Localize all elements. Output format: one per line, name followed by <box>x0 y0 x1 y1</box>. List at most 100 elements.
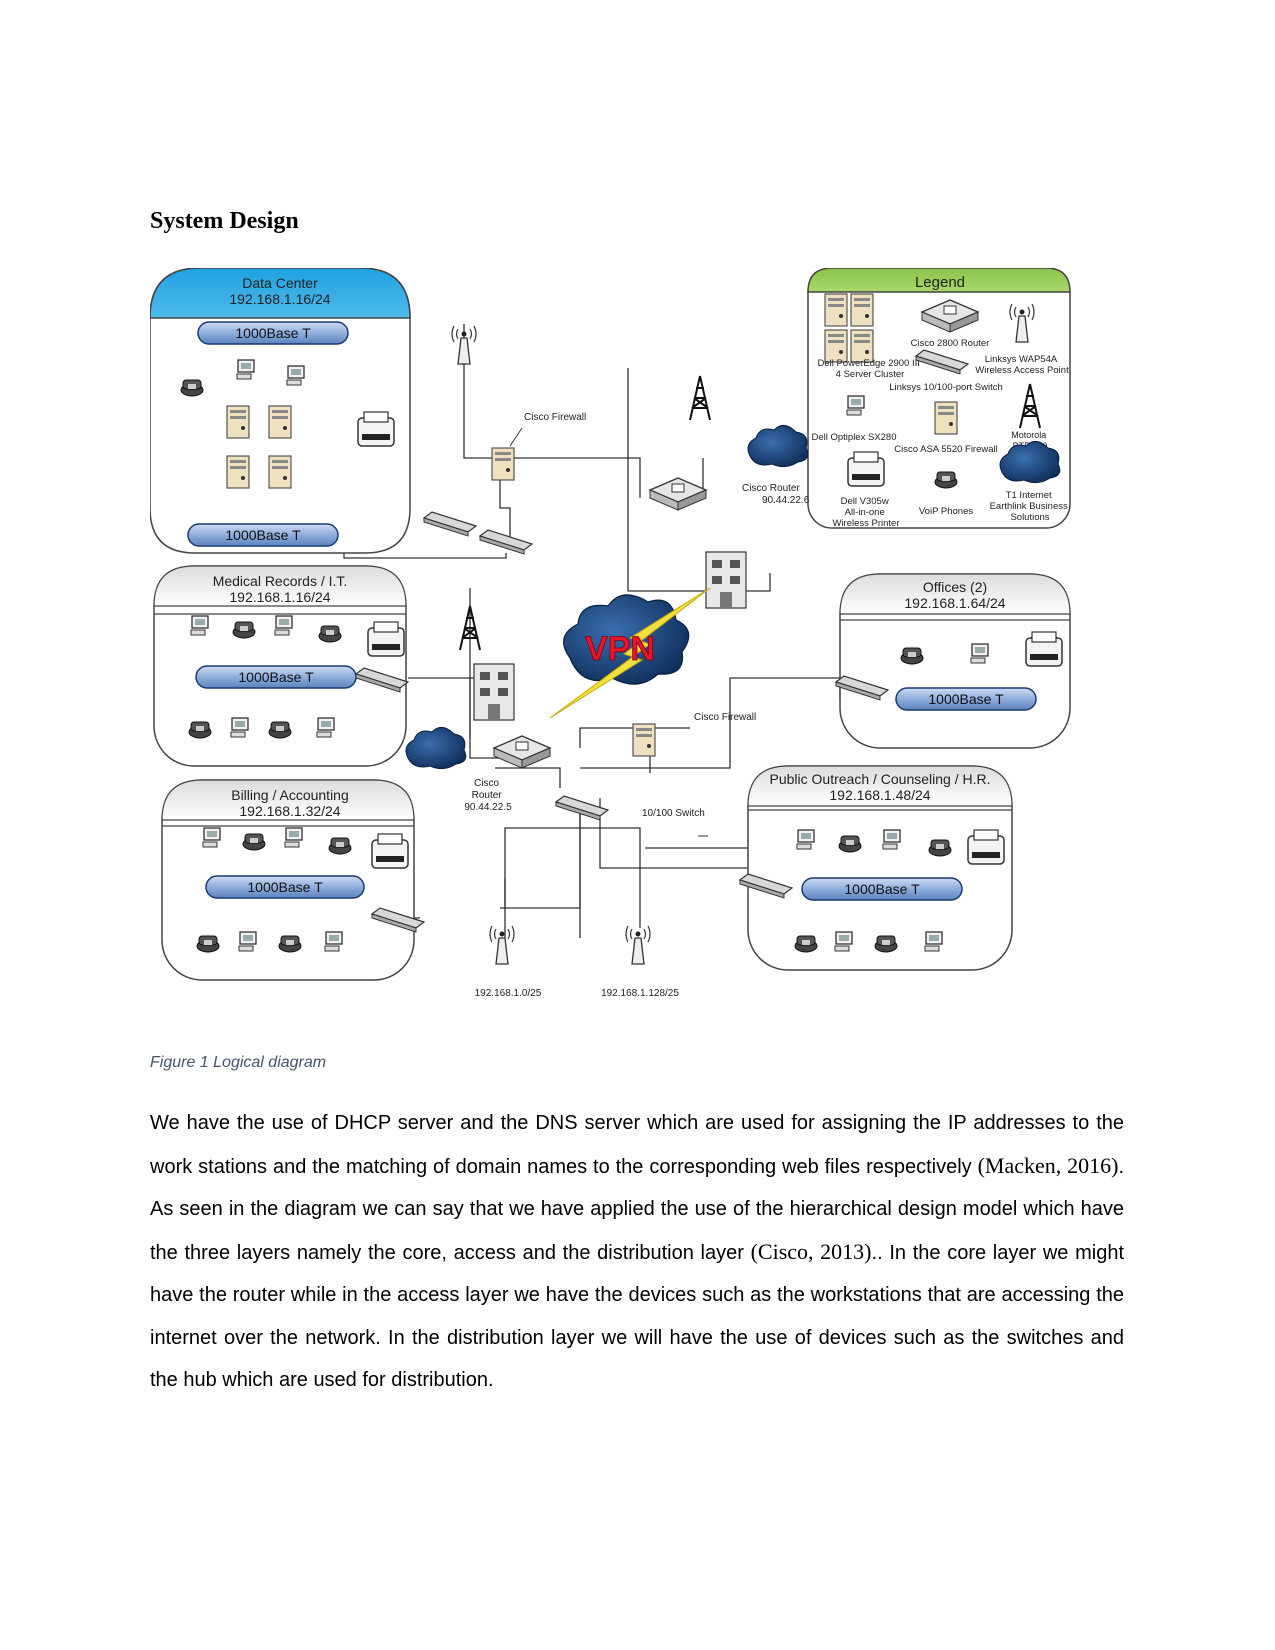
legend-server-cluster: 4 Server Cluster <box>836 369 905 380</box>
legend-server-cluster: Dell PowerEdge 2900 III <box>817 358 919 369</box>
workstation-icon <box>882 829 901 850</box>
building-icon <box>705 551 747 609</box>
legend-wap: Wireless Access Point <box>975 365 1069 376</box>
wireless-access-point-icon <box>489 925 515 965</box>
tower-icon <box>689 375 711 421</box>
server-icon <box>226 405 250 439</box>
zone-outreach-subnet: 192.168.1.48/24 <box>829 787 930 803</box>
workstation-icon <box>190 615 209 636</box>
svg-text:Dell PowerEdge 2900 III: Dell PowerEdge 2900 III 4 Server Cluster <box>817 358 922 380</box>
wireless-access-point-icon <box>451 325 477 365</box>
paragraph-text: . As seen in the diagram we can say that… <box>150 1155 1124 1264</box>
voip-phone-icon <box>874 935 898 953</box>
zone-billing-subnet: 192.168.1.32/24 <box>239 803 340 819</box>
svg-text:Cisco Router 90.44.22.6: Cisco Router 90.44.22.6 <box>742 483 810 506</box>
voip-phone-icon <box>278 935 302 953</box>
legend-workstation: Dell Optiplex SX280 <box>811 432 896 443</box>
legend-cloud: Earthlink Business <box>990 501 1068 512</box>
bus-label: 1000Base T <box>247 879 323 895</box>
zone-data-center: Data Center 192.168.1.16/24 1000Base T 1… <box>149 267 411 554</box>
printer-icon <box>967 829 1005 865</box>
workstation-icon <box>284 827 303 848</box>
legend-panel: Legend Dell PowerEdge 2900 III 4 Server … <box>807 267 1071 529</box>
label-cisco-router-top: Cisco Router <box>742 483 800 494</box>
voip-phone-icon <box>188 721 212 739</box>
printer-icon <box>1025 631 1063 667</box>
legend-cloud: Solutions <box>1010 512 1049 523</box>
workstation-icon <box>236 359 255 380</box>
cloud-icon <box>747 424 809 468</box>
voip-phone-icon <box>268 721 292 739</box>
label-cisco-firewall-mid: Cisco Firewall <box>694 712 756 723</box>
label-cisco-router-mid: 90.44.22.5 <box>464 802 512 813</box>
workstation-icon <box>846 395 865 416</box>
svg-text:Linksys WAP54A Wireless: Linksys WAP54A Wireless Access Point <box>975 354 1069 376</box>
switch-icon <box>423 511 477 537</box>
server-cluster-icon <box>824 293 848 327</box>
figure-caption: Figure 1 Logical diagram <box>150 1054 327 1071</box>
legend-tower: Motorola <box>1011 430 1046 440</box>
workstation-icon <box>324 931 343 952</box>
server-icon <box>226 455 250 489</box>
voip-phone-icon <box>934 471 958 489</box>
label-wap-right: 192.168.1.128/25 <box>601 988 679 999</box>
bus-label: 1000Base T <box>235 325 311 341</box>
firewall-icon <box>632 723 656 757</box>
svg-text:Dell V305w All-in-one: Dell V305w All-in-one Wireless Printer <box>832 496 899 529</box>
legend-cloud: T1 Internet <box>1006 490 1052 501</box>
citation-cisco: (Cisco, 2013) <box>750 1238 872 1264</box>
cloud-icon <box>405 726 467 770</box>
zone-billing-name: Billing / Accounting <box>231 787 349 803</box>
label-cisco-router-top: 90.44.22.6 <box>762 495 810 506</box>
voip-phone-icon <box>242 833 266 851</box>
zone-medical-subnet: 192.168.1.16/24 <box>229 589 330 605</box>
citation-macken: (Macken, 2016) <box>977 1152 1119 1178</box>
workstation-icon <box>924 931 943 952</box>
server-icon <box>268 455 292 489</box>
legend-switch: Linksys 10/100-port Switch <box>889 382 1003 393</box>
router-icon <box>649 477 707 511</box>
workstation-icon <box>230 717 249 738</box>
svg-text:T1 Internet Earthlink Bu: T1 Internet Earthlink Business Solutions <box>990 490 1071 523</box>
building-icon <box>473 663 515 721</box>
zone-outreach-name: Public Outreach / Counseling / H.R. <box>770 771 991 787</box>
workstation-icon <box>796 829 815 850</box>
label-cisco-router-mid: Router <box>472 790 503 801</box>
legend-phone: VoiP Phones <box>919 506 973 517</box>
workstation-icon <box>274 615 293 636</box>
logical-diagram-figure: Data Center 192.168.1.16/24 1000Base T 1… <box>149 267 1120 1020</box>
bus-label: 1000Base T <box>928 691 1004 707</box>
printer-icon <box>847 451 885 487</box>
wireless-access-point-icon <box>625 925 651 965</box>
workstation-icon <box>238 931 257 952</box>
workstation-icon <box>970 643 989 664</box>
label-cisco-router-mid: Cisco <box>474 778 499 789</box>
core-devices: Cisco Firewall Cisco Router 90.44.22.6 C… <box>405 325 810 999</box>
svg-text:Cisco Router 90.44: Cisco Router 90.44.22.5 <box>464 778 512 813</box>
zone-medical-name: Medical Records / I.T. <box>213 573 348 589</box>
label-wap-left: 192.168.1.0/25 <box>475 988 542 999</box>
voip-phone-icon <box>180 379 204 397</box>
bus-label: 1000Base T <box>238 669 314 685</box>
workstation-icon <box>316 717 335 738</box>
voip-phone-icon <box>900 647 924 665</box>
network-diagram: Data Center 192.168.1.16/24 1000Base T 1… <box>149 267 1071 999</box>
workstation-icon <box>202 827 221 848</box>
section-heading: System Design <box>150 208 299 234</box>
paragraph-text: .. In the core layer we might have the r… <box>150 1241 1125 1392</box>
zone-offices: Offices (2) 192.168.1.64/24 1000Base T <box>835 573 1071 749</box>
body-paragraph: We have the use of DHCP server and the D… <box>150 1102 1124 1402</box>
legend-router: Cisco 2800 Router <box>911 338 990 349</box>
switch-icon <box>479 529 533 555</box>
zone-medical-records: Medical Records / I.T. 192.168.1.16/24 1… <box>153 565 409 767</box>
workstation-icon <box>834 931 853 952</box>
legend-firewall: Cisco ASA 5520 Firewall <box>894 444 998 455</box>
zone-data-center-name: Data Center <box>242 275 318 291</box>
firewall-icon <box>491 447 515 481</box>
server-cluster-icon <box>850 293 874 327</box>
bus-label: 1000Base T <box>844 881 920 897</box>
voip-phone-icon <box>838 835 862 853</box>
label-switch-mid: 10/100 Switch <box>642 808 705 819</box>
voip-phone-icon <box>794 935 818 953</box>
legend-printer: All-in-one <box>845 507 885 518</box>
